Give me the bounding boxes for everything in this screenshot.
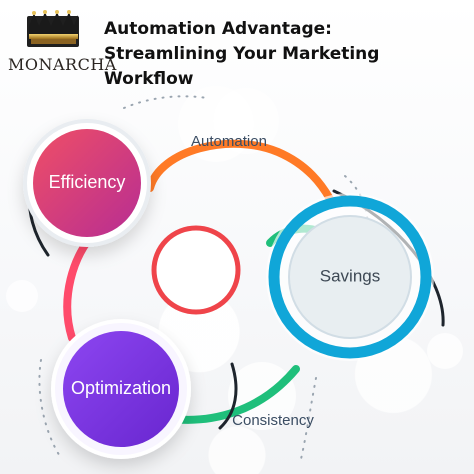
savings-node-inner bbox=[288, 215, 412, 339]
center-ring-highlight bbox=[160, 234, 232, 306]
page-title: Automation Advantage: Streamlining Your … bbox=[104, 19, 380, 89]
brand-name: MONARCHA bbox=[8, 55, 117, 74]
dotted-connector bbox=[123, 95, 208, 109]
automation-stage-label: Automation bbox=[191, 133, 267, 150]
background-bubble bbox=[427, 333, 463, 369]
center-ring bbox=[151, 225, 241, 315]
optimization-node-label: Optimization bbox=[71, 378, 171, 398]
background-bubbles bbox=[6, 86, 463, 430]
brand-logo: MONARCHA bbox=[8, 8, 117, 84]
efficiency-node-label: Efficiency bbox=[49, 172, 126, 192]
savings-node-label: Savings bbox=[320, 266, 380, 285]
savings-node-ring bbox=[268, 195, 432, 359]
efficiency-node-fill bbox=[33, 129, 141, 237]
optimization-node: Optimization bbox=[51, 319, 191, 459]
optimization-node-fill bbox=[63, 331, 179, 447]
background-bubble bbox=[6, 280, 38, 312]
dotted-connector bbox=[344, 175, 369, 261]
efficiency-node: Efficiency bbox=[23, 119, 151, 247]
savings-node: Savings bbox=[266, 193, 434, 361]
crown-icon bbox=[27, 10, 79, 47]
center-node bbox=[151, 225, 241, 315]
thin-outline-arc bbox=[218, 362, 238, 430]
background-bubble bbox=[213, 88, 279, 154]
consistency-stage-label: Consistency bbox=[232, 412, 314, 429]
dotted-connector bbox=[300, 377, 317, 460]
loop-top-arc bbox=[146, 139, 334, 203]
